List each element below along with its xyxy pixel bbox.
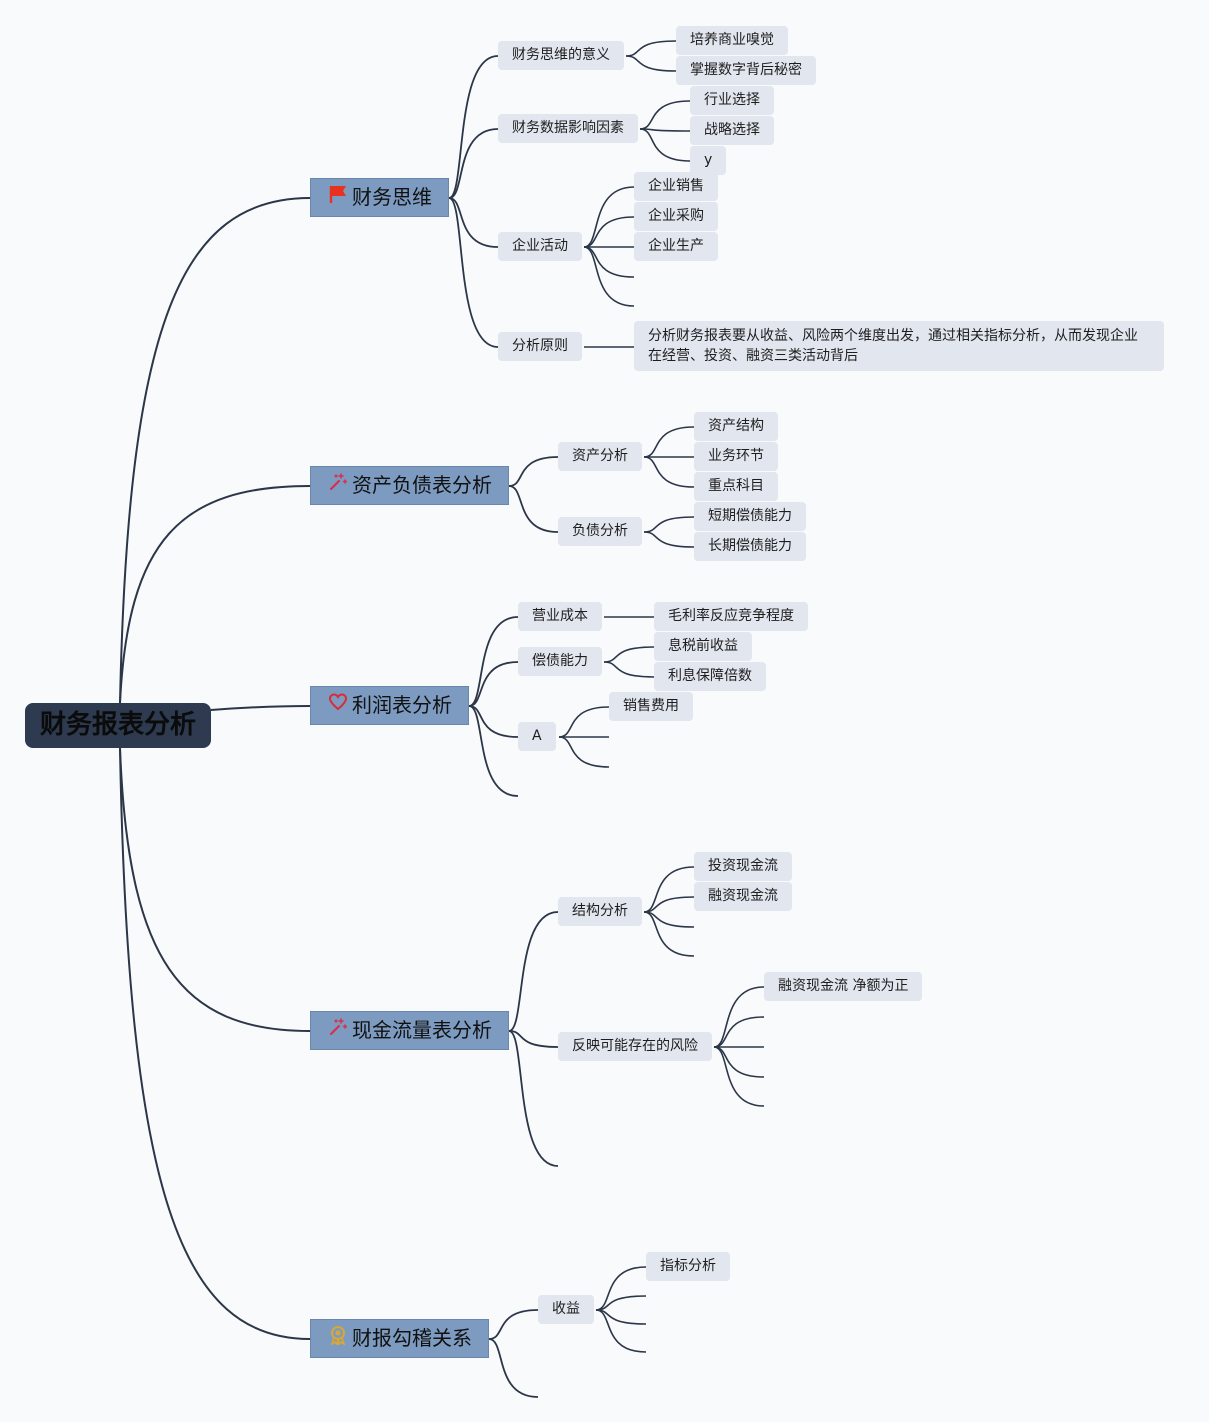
leaf-node-principle-text[interactable]: 分析财务报表要从收益、风险两个维度出发，通过相关指标分析，从而发现企业在经营、投… [634,321,1164,371]
topic-node[interactable]: A [518,722,556,751]
topic-node[interactable]: 资产分析 [558,442,642,471]
connector-line [603,646,655,663]
connector-line [468,705,519,738]
connector-line [643,426,695,458]
topic-node[interactable]: 财务思维的意义 [498,41,624,70]
branch-node-cash-flow[interactable]: 现金流量表分析 [310,1011,509,1050]
award-badge-icon [327,1320,349,1357]
branch-node-reconciliation[interactable]: 财报勾稽关系 [310,1319,489,1358]
connector-line [639,128,691,132]
connector-line [639,100,691,130]
connector-line [583,246,635,307]
connector-line [508,911,559,1032]
topic-node[interactable]: 反映可能存在的风险 [558,1032,712,1061]
topic-node[interactable]: 企业活动 [498,232,582,261]
connector-line [468,661,519,707]
leaf-node[interactable]: 融资现金流 [694,882,792,911]
topic-node[interactable]: 结构分析 [558,897,642,926]
leaf-node[interactable]: 行业选择 [690,86,774,115]
root-node[interactable]: 财务报表分析 [25,703,211,748]
leaf-node[interactable]: y [690,146,727,175]
connector-line [639,128,691,162]
leaf-node[interactable]: 销售费用 [609,692,693,721]
leaf-node[interactable]: 企业生产 [634,232,718,261]
connector-line [488,1309,539,1340]
connector-line [713,986,765,1048]
connector-line [643,896,695,913]
leaf-node[interactable]: 息税前收益 [654,632,752,661]
magic-wand-icon [327,1012,349,1049]
connector-line [558,706,610,738]
topic-node[interactable]: 收益 [538,1295,594,1324]
branch-node-balance-sheet[interactable]: 资产负债表分析 [310,466,509,505]
connector-line [595,1309,647,1325]
connector-line [713,1046,765,1107]
connector-line [508,1030,559,1167]
connector-line [119,197,311,704]
connector-line [558,736,610,768]
connector-line [595,1309,647,1353]
leaf-node[interactable]: 掌握数字背后秘密 [676,56,816,85]
connector-line [508,485,559,533]
connector-line [713,1016,765,1048]
heart-icon [327,687,349,724]
leaf-node[interactable]: 重点科目 [694,472,778,501]
connector-line [508,456,559,487]
branch-label: 资产负债表分析 [352,473,492,497]
connector-line [625,40,677,57]
leaf-node[interactable]: 投资现金流 [694,852,792,881]
leaf-node[interactable]: 指标分析 [646,1252,730,1281]
branch-node-income-statement[interactable]: 利润表分析 [310,686,469,725]
branch-label: 现金流量表分析 [352,1018,492,1042]
topic-node[interactable]: 负债分析 [558,517,642,546]
connector-line [448,128,499,199]
connector-line [643,911,695,957]
branch-label: 财报勾稽关系 [352,1326,472,1350]
connector-line [603,661,655,678]
connector-line [643,516,695,533]
leaf-node[interactable]: 融资现金流 净额为正 [764,972,923,1001]
connector-line [595,1266,647,1311]
leaf-node[interactable]: 战略选择 [690,116,774,145]
connector-line [643,911,695,928]
connector-line [210,705,311,711]
connector-line [448,197,499,248]
connector-line [508,1030,559,1048]
connector-line [468,705,519,797]
connector-line [448,197,499,348]
topic-node[interactable]: 财务数据影响因素 [498,114,638,143]
connector-line [643,531,695,548]
topic-node[interactable]: 营业成本 [518,602,602,631]
connector-line [625,55,677,72]
connector-line [119,747,311,1032]
connector-line [583,216,635,248]
flag-icon [327,179,349,216]
leaf-node[interactable]: 资产结构 [694,412,778,441]
connector-line [468,616,519,707]
connector-line [119,747,311,1340]
leaf-node[interactable]: 培养商业嗅觉 [676,26,788,55]
branch-label: 财务思维 [352,185,432,209]
leaf-node[interactable]: 业务环节 [694,442,778,471]
connector-line [488,1338,539,1398]
connector-line [448,55,499,199]
connector-line [595,1295,647,1311]
connector-line [643,456,695,488]
connector-line [119,485,311,704]
branch-node-financial-thinking[interactable]: 财务思维 [310,178,449,217]
leaf-node[interactable]: 利息保障倍数 [654,662,766,691]
leaf-node[interactable]: 企业销售 [634,172,718,201]
leaf-node[interactable]: 短期偿债能力 [694,502,806,531]
magic-wand-icon [327,467,349,504]
topic-node[interactable]: 分析原则 [498,332,582,361]
connector-line [643,866,695,913]
topic-node[interactable]: 偿债能力 [518,647,602,676]
branch-label: 利润表分析 [352,693,452,717]
connector-line [583,186,635,248]
leaf-node[interactable]: 毛利率反应竞争程度 [654,602,808,631]
leaf-node[interactable]: 长期偿债能力 [694,532,806,561]
leaf-node[interactable]: 企业采购 [634,202,718,231]
